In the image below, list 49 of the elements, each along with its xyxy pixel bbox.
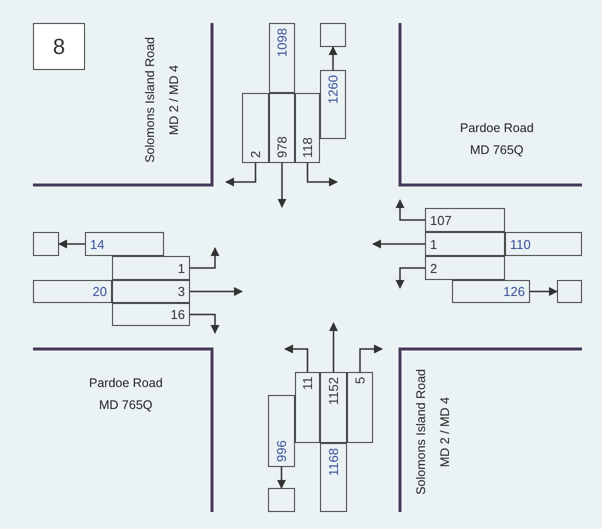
traffic-volume-box: 2 [242, 93, 269, 163]
road-name: MD 765Q [99, 398, 152, 412]
traffic-volume-box: 110 [505, 232, 582, 256]
destination-box [557, 280, 582, 303]
road-name: MD 2 / MD 4 [438, 397, 452, 468]
traffic-volume-box: 1 [425, 232, 505, 256]
traffic-volume-box: 1168 [320, 443, 347, 512]
traffic-volume-box: 996 [268, 395, 295, 467]
arrow [329, 322, 338, 372]
arrow [190, 287, 243, 296]
arrow [530, 287, 558, 296]
destination-box [320, 23, 346, 47]
arrow [190, 314, 220, 334]
traffic-volume-box: 2 [425, 256, 505, 280]
traffic-volume-box: 1098 [269, 23, 295, 93]
arrow [396, 199, 425, 221]
traffic-volume-box: 14 [85, 232, 164, 256]
traffic-volume-box: 126 [452, 280, 530, 303]
arrow [58, 240, 85, 248]
arrow [396, 267, 425, 289]
traffic-volume-box: 5 [347, 372, 373, 443]
road-name: Solomons Island Road [414, 369, 428, 495]
arrow [372, 240, 425, 248]
road-name: MD 2 / MD 4 [167, 65, 181, 136]
traffic-volume-box: 107 [425, 208, 505, 232]
road-name: Pardoe Road [89, 376, 163, 390]
road-name: MD 765Q [470, 143, 524, 157]
arrow [359, 344, 383, 372]
arrow [306, 163, 338, 186]
traffic-volume-box: 118 [295, 93, 320, 163]
traffic-volume-box: 3 [112, 280, 190, 303]
traffic-volume-box: 1260 [320, 70, 346, 139]
intersection-number-box: 8 [33, 23, 85, 70]
traffic-volume-box: 1152 [320, 372, 347, 443]
arrow [284, 344, 308, 372]
traffic-volume-box: 16 [112, 303, 190, 326]
road-name: Solomons Island Road [143, 37, 157, 163]
arrow [328, 46, 338, 70]
road-name: Pardoe Road [460, 121, 534, 135]
arrow [278, 163, 286, 208]
traffic-volume-box: 11 [295, 372, 320, 443]
destination-box [268, 488, 295, 512]
traffic-volume-box: 20 [33, 280, 112, 303]
traffic-volume-box: 978 [269, 93, 295, 163]
traffic-volume-box: 1 [112, 256, 190, 280]
arrow [190, 247, 220, 269]
arrow [225, 163, 256, 186]
arrow [277, 467, 286, 489]
destination-box [33, 232, 59, 256]
